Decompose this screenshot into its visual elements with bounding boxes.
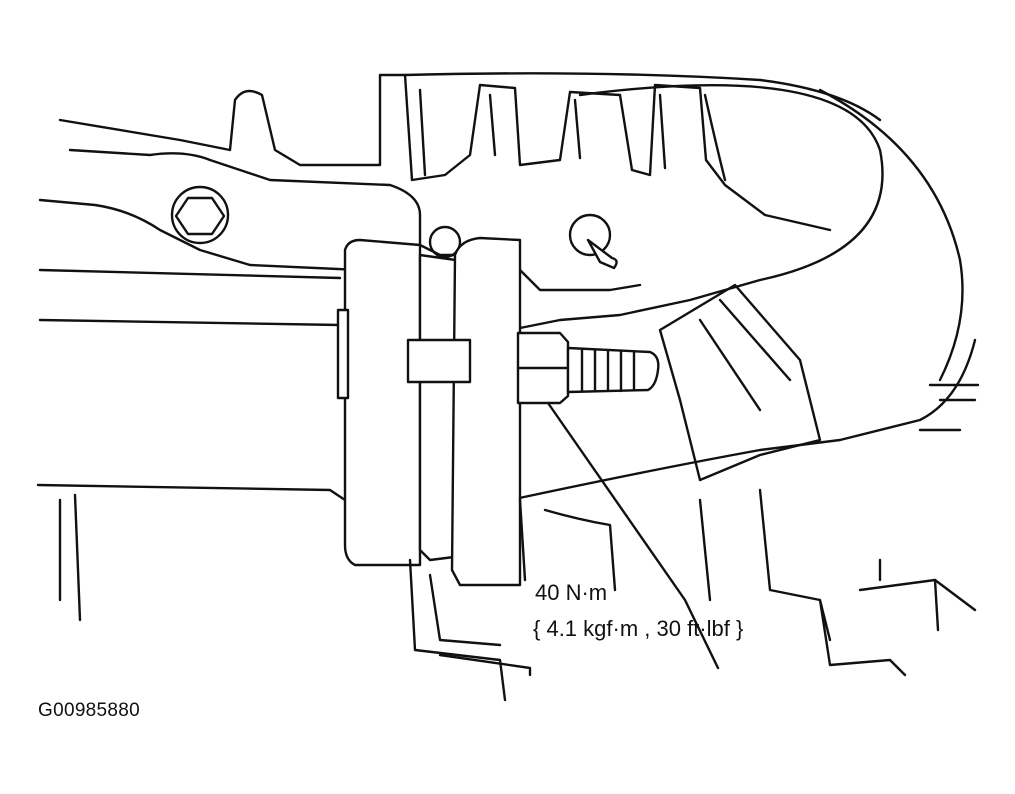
lower-base-line <box>438 558 940 677</box>
bolt-threads <box>580 348 636 393</box>
lower-bracket-right <box>698 488 977 677</box>
tool-plate-rear <box>343 238 422 567</box>
torque-spec-label: 40 N·m <box>535 580 608 605</box>
flange-lower <box>38 198 362 272</box>
guard-plate <box>658 283 822 482</box>
lower-bracket-center <box>408 498 617 702</box>
threaded-bolt <box>566 346 660 394</box>
dowel-pin <box>428 225 462 259</box>
figure-id-label: G00985880 <box>38 700 141 721</box>
hex-bolt <box>170 185 230 245</box>
engine-block-outline <box>58 73 832 232</box>
tool-plate-front <box>450 236 522 587</box>
tool-crossbar <box>406 338 472 384</box>
lower-bracket-left <box>36 483 347 622</box>
guard-detail <box>698 298 792 412</box>
tool-stub <box>336 308 350 400</box>
ring-gear-arc <box>508 84 884 332</box>
stud-pin <box>568 213 618 270</box>
right-side-detail <box>918 383 980 432</box>
upper-ribs <box>418 88 727 182</box>
torque-spec-alt-label: { 4.1 kgf·m , 30 ft·lbf } <box>533 616 744 641</box>
ring-gear-outer <box>818 88 964 382</box>
torque-leader-line <box>546 401 720 670</box>
housing-top-edge <box>403 72 882 122</box>
mid-body-line <box>38 268 342 327</box>
lower-housing-arc <box>508 338 977 502</box>
